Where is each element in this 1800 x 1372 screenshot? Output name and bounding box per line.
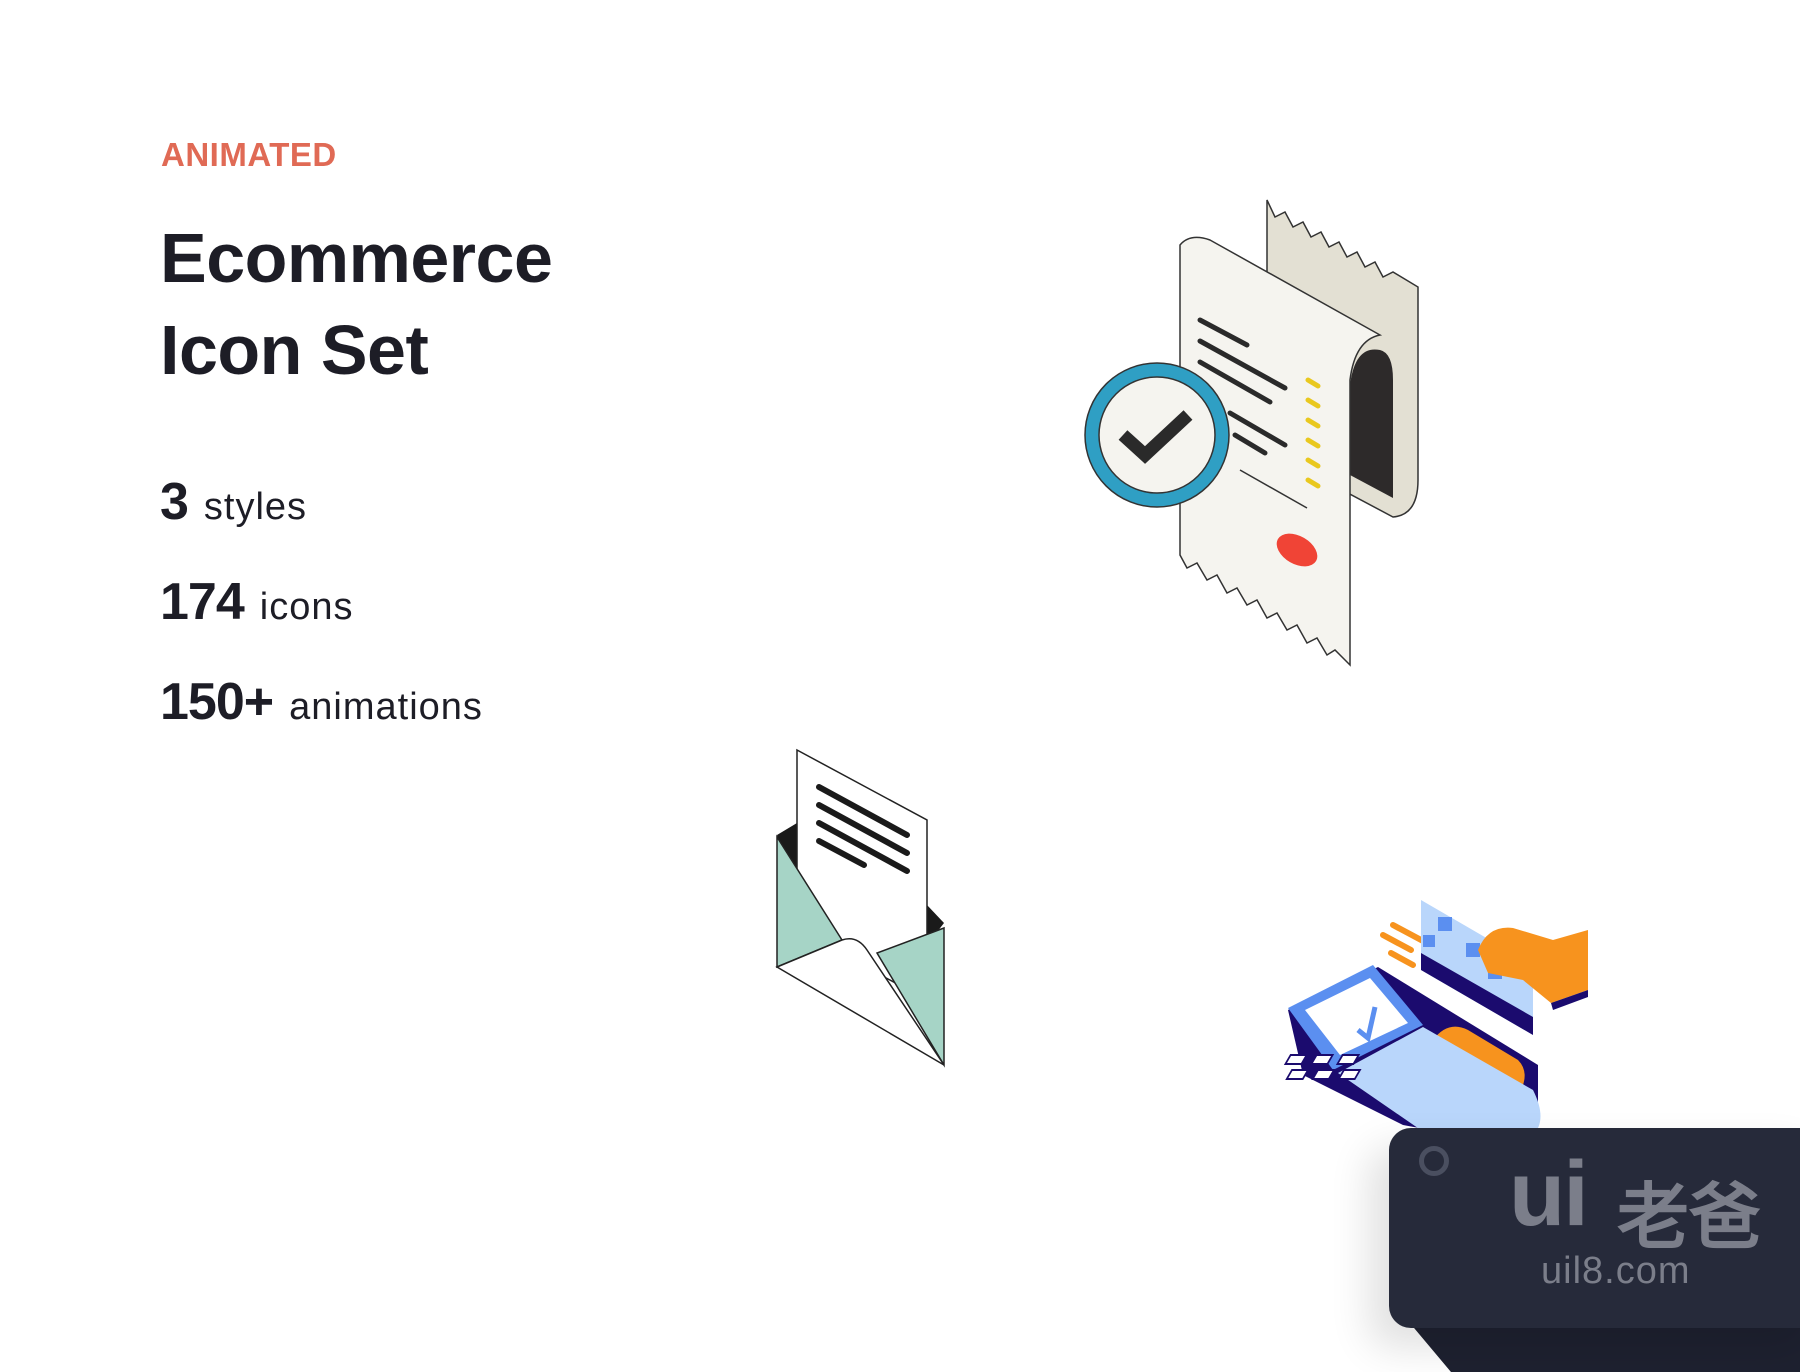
eyebrow-label: ANIMATED	[161, 136, 337, 173]
title-line-2: Icon Set	[160, 311, 429, 389]
check-circle-icon	[1084, 362, 1230, 508]
stat-value: 174	[160, 573, 245, 631]
stat-label: icons	[259, 586, 354, 628]
stat-styles: 3 styles	[160, 472, 307, 532]
watermark-shadow	[1409, 1322, 1800, 1372]
watermark-logo-cn: 老爸	[1617, 1175, 1762, 1259]
page-title: Ecommerce Icon Set	[160, 212, 553, 396]
stat-label: styles	[203, 486, 308, 528]
stat-value: 150+	[160, 673, 274, 731]
title-line-1: Ecommerce	[160, 219, 553, 297]
stat-icons: 174 icons	[160, 572, 353, 632]
card-payment-terminal-icon	[1283, 900, 1588, 1150]
open-envelope-icon	[775, 748, 945, 1068]
watermark-url: uil8.com	[1541, 1250, 1691, 1292]
stat-label: animations	[289, 686, 483, 728]
watermark-badge: ui 老爸 uil8.com	[1389, 1128, 1800, 1328]
stat-value: 3	[160, 473, 189, 531]
watermark-ring-icon	[1419, 1146, 1449, 1176]
stat-animations: 150+ animations	[160, 672, 483, 732]
watermark-logo: ui	[1509, 1143, 1589, 1245]
receipt-check-icon	[1084, 199, 1419, 667]
